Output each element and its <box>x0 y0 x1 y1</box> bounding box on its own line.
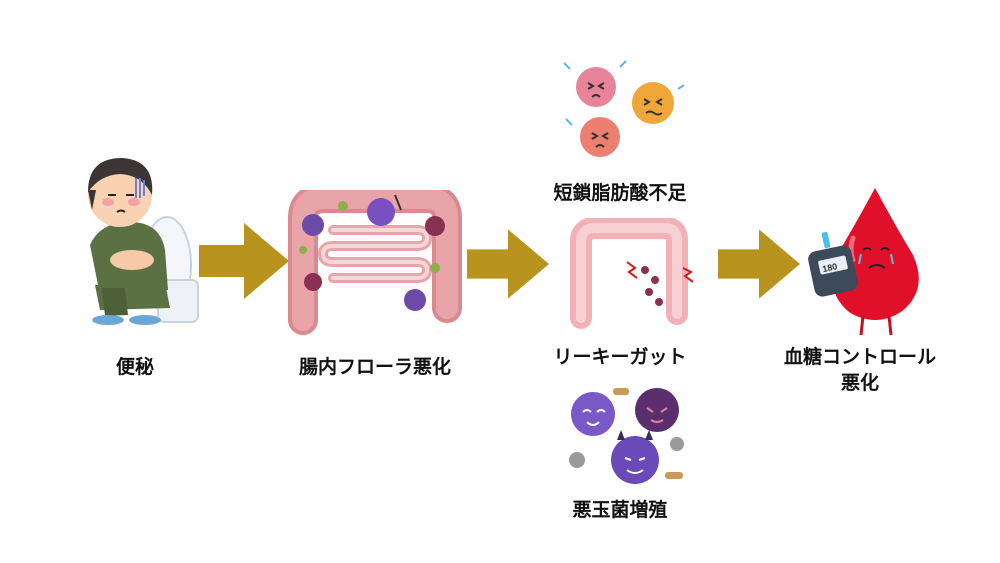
step-constipation-label: 便秘 <box>115 356 154 378</box>
flow-arrow-1 <box>199 223 289 299</box>
step-bad-bacteria-label: 悪玉菌増殖 <box>572 499 668 521</box>
glucose-meter-reading: 180 <box>821 261 838 274</box>
step-scfa-label: 短鎖脂肪酸不足 <box>553 182 687 204</box>
constipated-boy-illustration <box>88 158 199 325</box>
leaky-gut-illustration <box>570 218 694 329</box>
step-leaky-gut-label: リーキーガット <box>553 346 687 368</box>
blood-drop-illustration: 180 <box>808 188 919 336</box>
sad-bacteria-illustration <box>563 60 685 157</box>
step-blood-sugar-label-line2: 悪化 <box>840 372 879 394</box>
flow-arrow-3 <box>718 229 800 299</box>
step-blood-sugar-label-line1: 血糖コントロール <box>783 346 936 368</box>
step-flora-label: 腸内フローラ悪化 <box>298 356 451 378</box>
bad-bacteria-illustration <box>569 388 684 484</box>
gut-flora-illustration <box>288 190 462 335</box>
flow-arrow-2 <box>467 229 549 299</box>
